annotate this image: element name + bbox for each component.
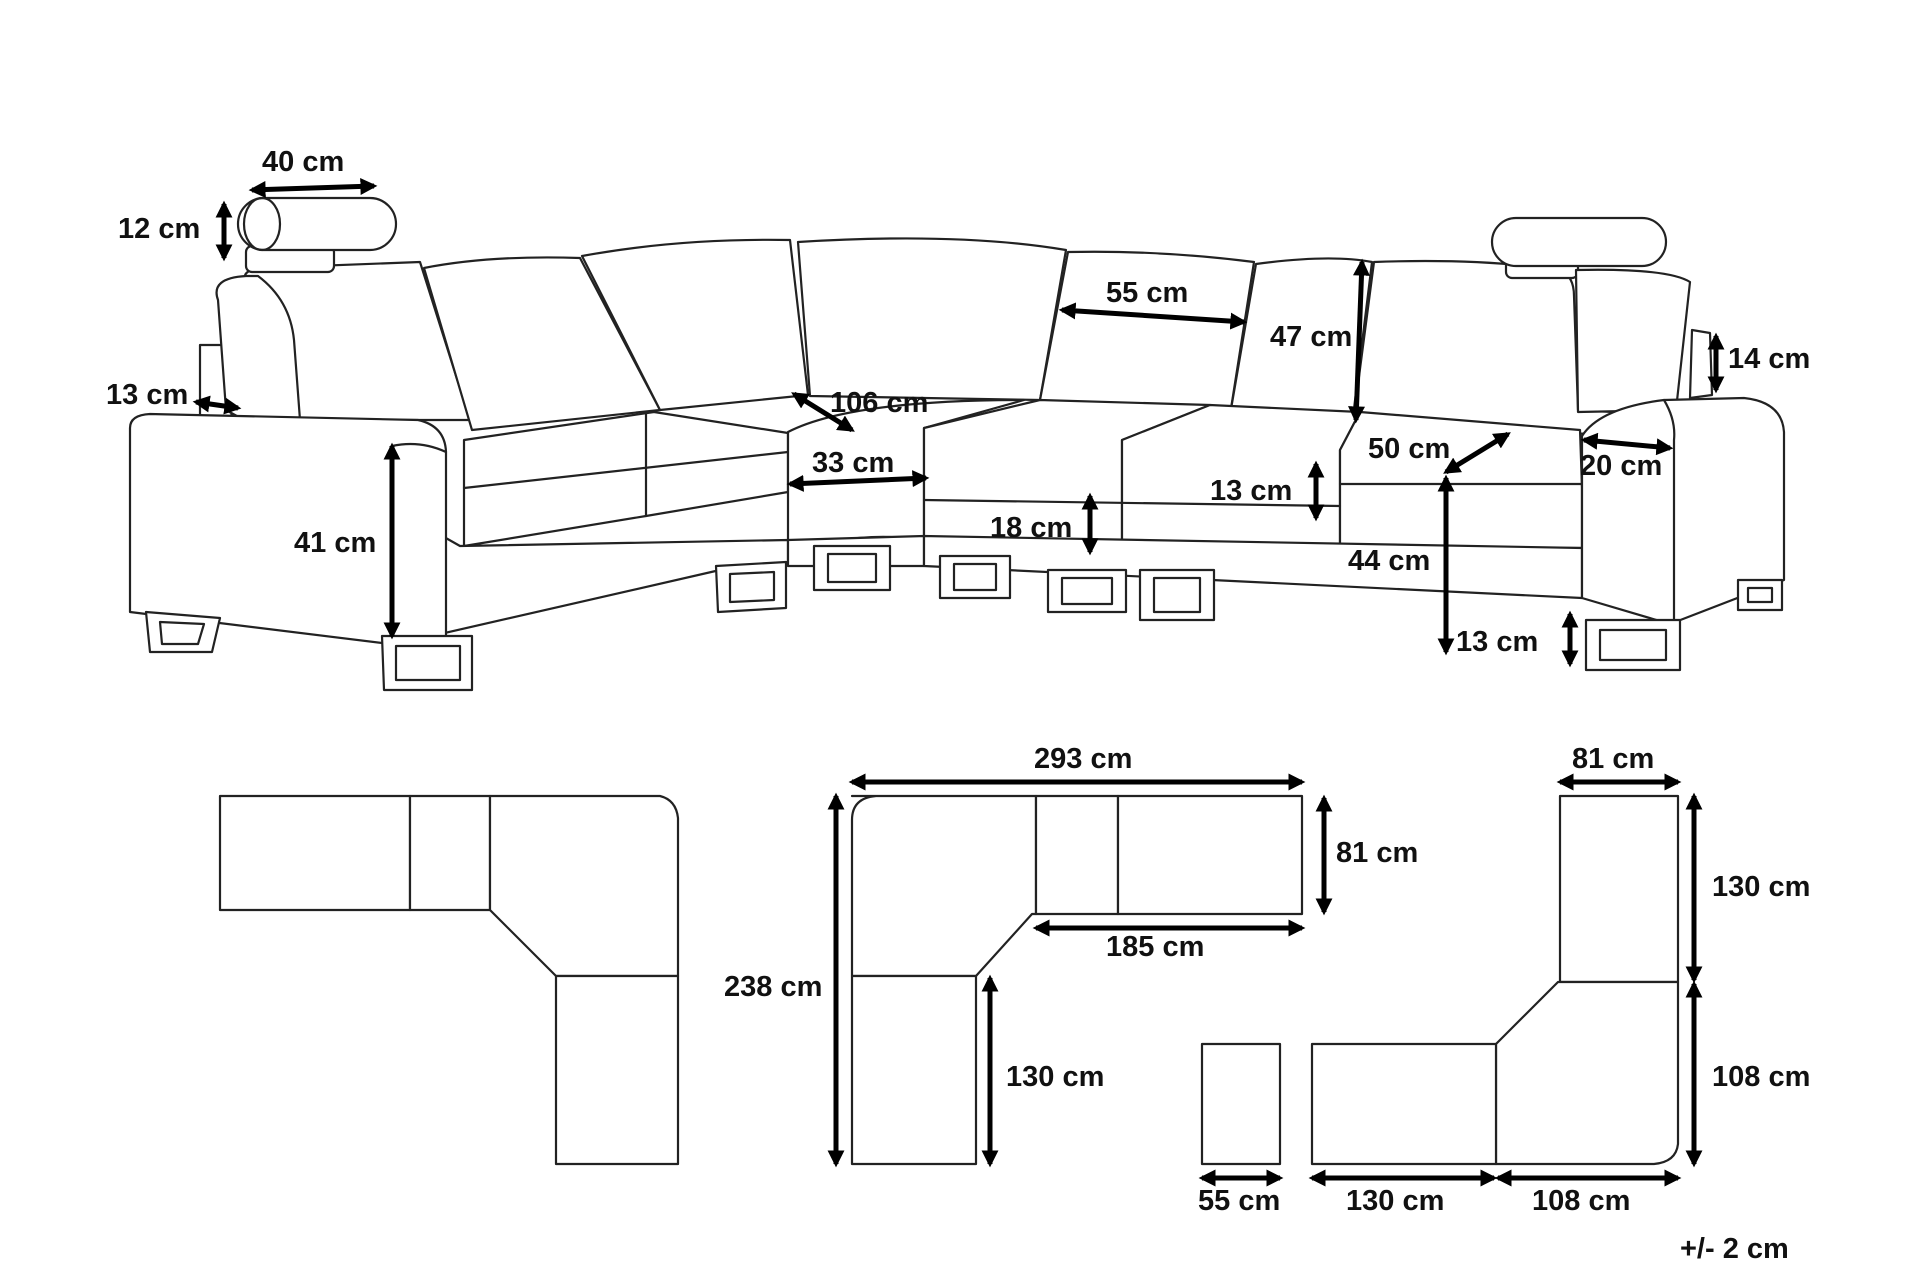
label-seat-height: 44 cm — [1348, 545, 1430, 577]
label-ottoman-width: 55 cm — [1198, 1185, 1280, 1217]
label-seat-width: 55 cm — [1106, 277, 1188, 309]
tolerance-note: +/- 2 cm — [1680, 1233, 1789, 1265]
plan-left — [218, 794, 680, 1166]
left-end-back — [215, 274, 302, 422]
label-top-width: 81 cm — [1572, 743, 1654, 775]
label-corner-depth: 106 cm — [830, 387, 928, 419]
label-top-length: 130 cm — [1712, 871, 1810, 903]
perspective-dimension-arrows — [192, 177, 1725, 668]
back-cushion-4 — [796, 237, 1068, 402]
sofa-perspective-drawing — [128, 196, 1786, 692]
label-bottom-left-width: 130 cm — [1346, 1185, 1444, 1217]
label-leg-height-front: 18 cm — [990, 512, 1072, 544]
plan-right-labels: 81 cm 130 cm 108 cm 55 cm 130 cm 108 cm — [1198, 743, 1810, 1217]
sofa-legs — [144, 544, 1784, 692]
rear-right-back-panel — [1688, 328, 1714, 400]
label-depth: 81 cm — [1336, 837, 1418, 869]
label-lower-length: 108 cm — [1712, 1061, 1810, 1093]
label-back-height: 47 cm — [1270, 321, 1352, 353]
arrow-arm-top-width — [1580, 432, 1674, 456]
plan-right — [1200, 794, 1680, 1166]
plan-middle — [850, 794, 1304, 1166]
right-end-back — [1574, 268, 1692, 414]
label-arm-side-height: 14 cm — [1728, 343, 1810, 375]
label-headrest-height: 12 cm — [118, 213, 200, 245]
headrest-right — [1490, 216, 1668, 280]
seat-cushion-1 — [462, 410, 790, 548]
label-total-width: 293 cm — [1034, 743, 1132, 775]
back-cushion-3 — [580, 238, 810, 412]
perspective-dimension-labels: 40 cm 12 cm 13 cm 41 cm 106 cm 33 cm 55 … — [106, 146, 1810, 658]
label-chaise-length: 130 cm — [1006, 1061, 1104, 1093]
back-cushion-5 — [1038, 250, 1256, 417]
plan-middle-labels: 293 cm 81 cm 185 cm 238 cm 130 cm — [724, 743, 1418, 1093]
arrow-corner-width — [786, 470, 930, 492]
label-headrest-width: 40 cm — [262, 146, 344, 178]
arrow-seat-depth — [1443, 431, 1511, 475]
arrow-seat-width — [1058, 302, 1248, 330]
arm-left — [128, 412, 448, 646]
arrow-headrest-width — [248, 177, 378, 199]
label-bottom-right-width: 108 cm — [1532, 1185, 1630, 1217]
label-total-length: 238 cm — [724, 971, 822, 1003]
label-cushion-thickness: 13 cm — [1210, 475, 1292, 507]
label-arm-top-width: 20 cm — [1580, 450, 1662, 482]
arrow-corner-depth — [791, 391, 855, 433]
arrow-arm-width-left — [192, 395, 242, 415]
plan-middle-arrows — [827, 773, 1333, 1168]
plan-right-arrows — [1198, 773, 1703, 1187]
label-leg-height-right: 13 cm — [1456, 626, 1538, 658]
arrow-back-height — [1348, 258, 1370, 424]
label-seat-depth: 50 cm — [1368, 433, 1450, 465]
headrest-left — [236, 196, 398, 274]
label-arm-height: 41 cm — [294, 527, 376, 559]
back-cushion-2 — [422, 256, 662, 432]
label-corner-width: 33 cm — [812, 447, 894, 479]
base-right-front — [922, 534, 1584, 600]
label-inner-width: 185 cm — [1106, 931, 1204, 963]
label-arm-width-left: 13 cm — [106, 379, 188, 411]
